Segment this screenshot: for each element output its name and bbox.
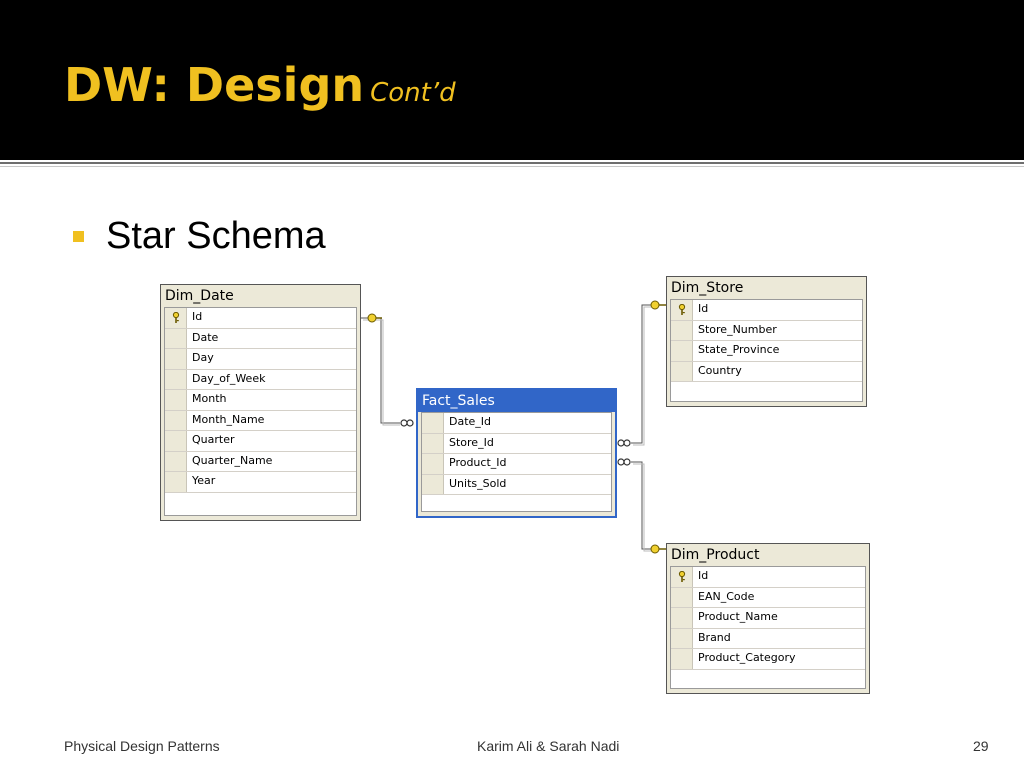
- column-name: Id: [192, 310, 203, 323]
- column-row[interactable]: Store_Id: [422, 433, 611, 454]
- footer-center: Karim Ali & Sarah Nadi: [477, 738, 620, 754]
- column-row[interactable]: Day: [165, 349, 356, 370]
- column-row[interactable]: Store_Number: [671, 320, 862, 341]
- table-dim-store[interactable]: Dim_Store Id Store_Number State_Province…: [666, 276, 867, 407]
- table-dim-date[interactable]: Dim_Date Id Date Day Day_of_Week Month M…: [160, 284, 361, 521]
- rel-product-line: [631, 461, 652, 550]
- column-name: Date_Id: [449, 415, 492, 428]
- column-row[interactable]: Date_Id: [422, 413, 611, 434]
- column-row[interactable]: Quarter_Name: [165, 451, 356, 472]
- column-name: EAN_Code: [698, 589, 755, 603]
- rel-store-line: [631, 304, 652, 444]
- column-name: Quarter_Name: [192, 453, 273, 467]
- many-end-date-icon: [400, 419, 414, 427]
- column-name: Brand: [698, 630, 731, 644]
- rel-store-line-shadow: [633, 306, 652, 446]
- bullet-star-schema: Star Schema: [106, 215, 326, 257]
- many-end-store-icon: [617, 439, 631, 447]
- key-end-product-icon: [650, 544, 666, 554]
- column-name: Month_Name: [192, 412, 265, 426]
- column-list: Id EAN_Code Product_Name Brand Product_C…: [670, 566, 866, 689]
- column-row[interactable]: Product_Id: [422, 454, 611, 475]
- column-name: Month: [192, 392, 227, 405]
- column-row[interactable]: Country: [671, 361, 862, 382]
- column-row[interactable]: Id: [165, 308, 356, 329]
- table-dim-product[interactable]: Dim_Product Id EAN_Code Product_Name Bra…: [666, 543, 870, 694]
- column-name: Id: [698, 302, 709, 315]
- column-row[interactable]: Day_of_Week: [165, 369, 356, 390]
- primary-key-icon: [678, 304, 686, 315]
- column-name: State_Province: [698, 343, 780, 356]
- column-row[interactable]: Id: [671, 300, 862, 321]
- column-list: Date_Id Store_Id Product_Id Units_Sold: [421, 412, 612, 512]
- column-name: Store_Id: [449, 435, 494, 449]
- footer-left: Physical Design Patterns: [64, 738, 220, 754]
- column-list: Id Store_Number State_Province Country: [670, 299, 863, 402]
- column-name: Units_Sold: [449, 476, 507, 490]
- title-subtitle: Cont’d: [370, 78, 456, 108]
- table-title: Dim_Date: [165, 288, 234, 304]
- many-end-product-icon: [617, 458, 631, 466]
- column-row[interactable]: Units_Sold: [422, 474, 611, 495]
- column-row[interactable]: Year: [165, 472, 356, 493]
- table-fact-sales[interactable]: Fact_Sales Date_Id Store_Id Product_Id U…: [416, 388, 617, 518]
- primary-key-icon: [172, 312, 180, 323]
- table-title: Fact_Sales: [418, 390, 615, 412]
- rel-product-line-shadow: [633, 463, 652, 552]
- column-row[interactable]: State_Province: [671, 341, 862, 362]
- column-name: Product_Name: [698, 610, 778, 623]
- column-row[interactable]: Quarter: [165, 431, 356, 452]
- column-name: Day_of_Week: [192, 371, 266, 385]
- rel-date-line: [361, 317, 400, 424]
- column-name: Quarter: [192, 433, 235, 446]
- column-name: Product_Id: [449, 456, 507, 469]
- column-name: Date: [192, 330, 219, 344]
- column-row[interactable]: Product_Category: [671, 649, 865, 670]
- primary-key-icon: [678, 571, 686, 582]
- title-main: DW: Design: [64, 58, 365, 112]
- table-title: Dim_Product: [671, 547, 760, 563]
- header-rule: [0, 162, 1024, 164]
- table-title: Dim_Store: [671, 280, 744, 296]
- column-name: Product_Category: [698, 651, 796, 664]
- header-rule-thin: [0, 166, 1024, 167]
- column-row[interactable]: Month: [165, 390, 356, 411]
- column-row[interactable]: EAN_Code: [671, 587, 865, 608]
- column-list: Id Date Day Day_of_Week Month Month_Name…: [164, 307, 357, 516]
- column-name: Year: [192, 474, 216, 487]
- column-row[interactable]: Id: [671, 567, 865, 588]
- key-end-date-icon: [367, 313, 382, 323]
- key-end-store-icon: [650, 300, 666, 310]
- column-row[interactable]: Product_Name: [671, 608, 865, 629]
- bullet-square-icon: [73, 231, 84, 242]
- column-row[interactable]: Month_Name: [165, 410, 356, 431]
- column-name: Country: [698, 363, 742, 377]
- page-number: 29: [973, 738, 989, 754]
- column-name: Id: [698, 569, 709, 582]
- column-row[interactable]: Brand: [671, 628, 865, 649]
- column-name: Store_Number: [698, 322, 777, 336]
- column-row[interactable]: Date: [165, 328, 356, 349]
- column-name: Day: [192, 351, 214, 364]
